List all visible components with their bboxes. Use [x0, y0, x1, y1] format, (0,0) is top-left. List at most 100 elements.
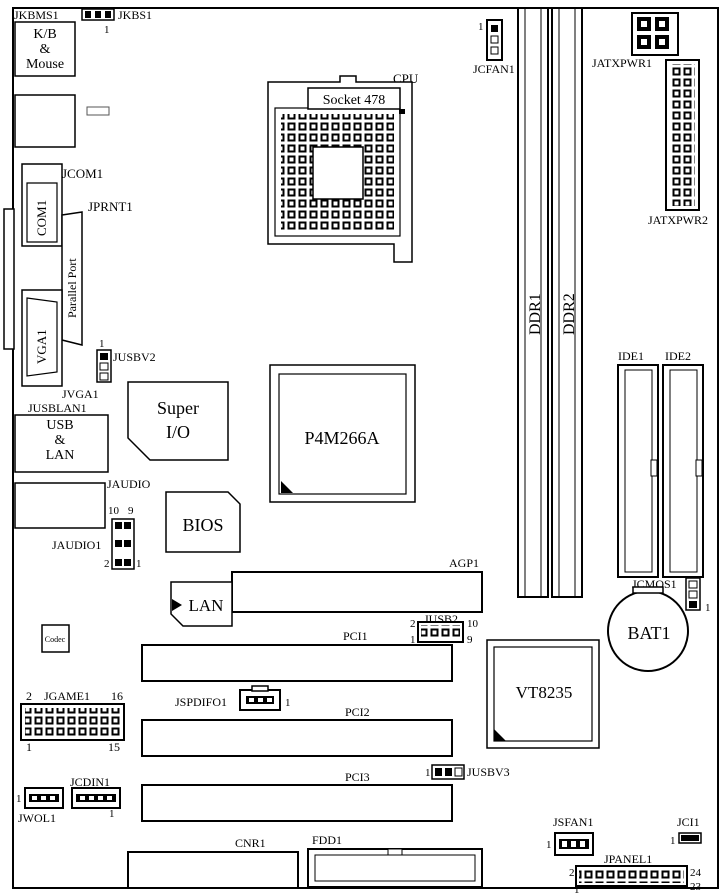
- jusbv2-pin1: 1: [99, 338, 105, 350]
- jaudio1-header[interactable]: [111, 518, 135, 570]
- jpanel1-pin23: 23: [690, 881, 702, 893]
- jusb2-pin2: 2: [410, 618, 416, 630]
- jcom1-label: JCOM1: [62, 166, 103, 181]
- bios-chip: BIOS: [165, 491, 241, 553]
- pci3-slot: [141, 784, 453, 822]
- jcdin1-label: JCDIN1: [70, 775, 110, 789]
- agp1-slot: [231, 571, 483, 613]
- jgame1-header[interactable]: [20, 703, 125, 741]
- jusbv3-label: JUSBV3: [467, 765, 510, 779]
- super-io-line2: I/O: [166, 422, 190, 442]
- kb-label-line1: K/B: [33, 27, 56, 42]
- jusbv3-jumper[interactable]: [431, 764, 465, 780]
- jpanel1-pin1: 1: [574, 884, 580, 895]
- kb-label-line3: Mouse: [26, 57, 64, 72]
- codec-label: Codec: [45, 635, 66, 644]
- jgame1-pin1: 1: [26, 740, 32, 754]
- jkbs1-pin1: 1: [104, 24, 110, 36]
- ide1-connector[interactable]: [617, 364, 659, 578]
- usb-port-top: [14, 94, 110, 148]
- pci2-label: PCI2: [345, 705, 370, 719]
- jgame1-pin15: 15: [108, 740, 120, 754]
- jpanel1-header[interactable]: [575, 865, 688, 887]
- jpanel1-pin2: 2: [569, 867, 575, 879]
- jgame1-label: JGAME1: [44, 689, 90, 703]
- jusb2-pin1: 1: [410, 634, 416, 646]
- jspdifo1-label: JSPDIFO1: [175, 695, 227, 709]
- jkbs1-label: JKBS1: [118, 8, 152, 22]
- lan-label: LAN: [189, 596, 224, 615]
- jci1-header[interactable]: [678, 832, 702, 844]
- northbridge-label: P4M266A: [304, 428, 379, 448]
- com1-label: COM1: [34, 200, 49, 236]
- usb-lan-port: USB & LAN: [14, 414, 109, 473]
- jwol1-pin1: 1: [16, 793, 22, 805]
- jpanel1-pin24: 24: [690, 867, 702, 879]
- ddr1-slot: DDR1: [517, 7, 549, 598]
- southbridge-label: VT8235: [516, 683, 573, 702]
- jaudio1-pin10: 10: [108, 505, 120, 517]
- jspdifo1-pin1: 1: [285, 697, 291, 709]
- super-io-line1: Super: [157, 398, 199, 418]
- pci1-label: PCI1: [343, 629, 368, 643]
- agp1-label: AGP1: [449, 556, 479, 570]
- jatxpwr1-connector[interactable]: [631, 12, 679, 56]
- jatxpwr2-label: JATXPWR2: [648, 213, 708, 227]
- socket-label: Socket 478: [323, 93, 386, 108]
- usb-lan-line1: USB: [46, 418, 73, 433]
- jcmos1-pin1: 1: [705, 602, 711, 614]
- southbridge-chip: VT8235: [486, 639, 600, 749]
- jgame1-pin2: 2: [26, 689, 32, 703]
- jusblan1-label: JUSBLAN1: [28, 401, 87, 415]
- jusbv3-pin1: 1: [425, 767, 431, 779]
- jvga1-label: JVGA1: [62, 387, 99, 401]
- pci1-slot: [141, 644, 453, 682]
- jsfan1-pin1: 1: [546, 839, 552, 851]
- parallel-port-label: Parallel Port: [65, 258, 79, 318]
- jsfan1-header[interactable]: [554, 832, 594, 856]
- jcmos1-jumper[interactable]: [685, 577, 701, 611]
- jusbv2-label: JUSBV2: [113, 350, 156, 364]
- kb-label-line2: &: [40, 42, 51, 57]
- jkbms1-label: JKBMS1: [14, 8, 59, 22]
- jusb2-header[interactable]: [417, 621, 464, 643]
- ide1-label: IDE1: [618, 349, 644, 363]
- battery: BAT1: [607, 586, 689, 672]
- jaudio1-pin1: 1: [136, 558, 142, 570]
- pci2-slot: [141, 719, 453, 757]
- jcfan1-pin1: 1: [478, 21, 484, 33]
- ide2-connector[interactable]: [662, 364, 704, 578]
- jwol1-header[interactable]: [24, 787, 64, 809]
- jsfan1-label: JSFAN1: [553, 815, 593, 829]
- jcdin1-pin1: 1: [109, 808, 115, 820]
- bios-label: BIOS: [182, 515, 223, 535]
- jkbs1-header[interactable]: [81, 8, 115, 21]
- jaudio-label: JAUDIO: [107, 477, 151, 491]
- jpanel1-label: JPANEL1: [604, 852, 652, 866]
- jwol1-label: JWOL1: [18, 811, 56, 825]
- parallel-port: Parallel Port: [3, 208, 83, 350]
- ddr2-label: DDR2: [561, 293, 578, 335]
- kb-mouse-port: K/B & Mouse: [14, 21, 76, 77]
- jcfan1-header[interactable]: [486, 19, 503, 61]
- vga1-port: VGA1: [21, 289, 63, 387]
- jaudio1-label: JAUDIO1: [52, 538, 101, 552]
- fdd1-connector[interactable]: [307, 848, 483, 888]
- cnr1-slot: [127, 851, 299, 889]
- jatxpwr2-connector[interactable]: [665, 59, 700, 211]
- super-io-chip: Super I/O: [127, 381, 229, 461]
- jci1-label: JCI1: [677, 815, 700, 829]
- jusbv2-jumper[interactable]: [96, 349, 112, 383]
- audio-port: [14, 482, 106, 529]
- fdd1-label: FDD1: [312, 833, 342, 847]
- ide2-label: IDE2: [665, 349, 691, 363]
- pci3-label: PCI3: [345, 770, 370, 784]
- jaudio1-pin2: 2: [104, 558, 110, 570]
- com1-port: COM1: [21, 163, 63, 247]
- jspdifo1-header[interactable]: [239, 685, 281, 711]
- jcdin1-header[interactable]: [71, 787, 121, 809]
- ddr1-label: DDR1: [527, 293, 544, 335]
- jgame1-pin16: 16: [111, 689, 123, 703]
- northbridge-chip: P4M266A: [269, 364, 416, 503]
